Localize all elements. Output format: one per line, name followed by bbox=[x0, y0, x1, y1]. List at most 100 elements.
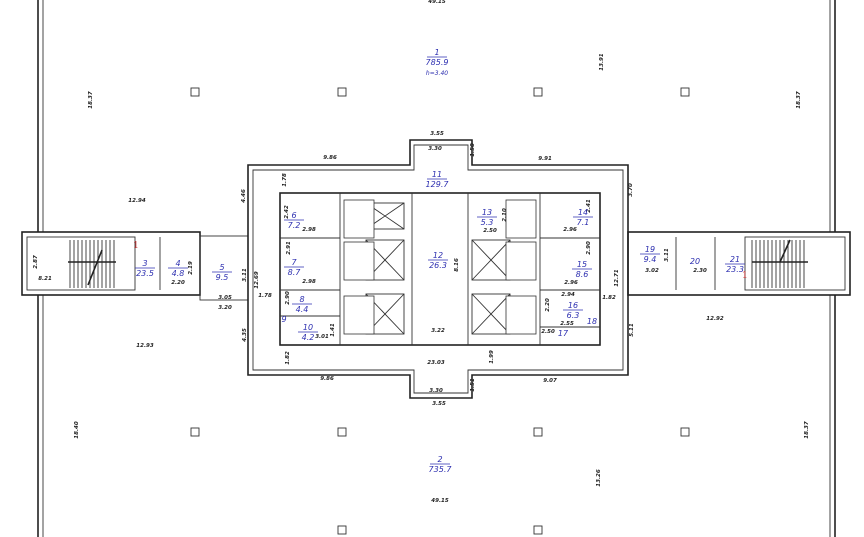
fixture bbox=[343, 199, 375, 239]
left-stair-block bbox=[21, 231, 249, 301]
dimension-label: 2.90 bbox=[285, 291, 291, 305]
dimension-label: 4.35 bbox=[242, 328, 248, 342]
dimension-label: 8.16 bbox=[454, 258, 460, 272]
dimension-label: 18.37 bbox=[804, 421, 810, 439]
fixture bbox=[505, 295, 537, 335]
room-area: 7.1 bbox=[577, 218, 590, 227]
dimension-label: 2.50 bbox=[483, 228, 497, 234]
room-area: 129.7 bbox=[426, 180, 450, 189]
room-number: 12 bbox=[433, 251, 443, 260]
room-number: 9 bbox=[281, 315, 286, 324]
room-area: 8.7 bbox=[288, 268, 302, 277]
room-label-10: 104.2 bbox=[298, 323, 318, 342]
room-labels: 1785.9h=3.402735.7323.544.859.567.278.78… bbox=[135, 48, 745, 474]
dimension-label: 18.37 bbox=[88, 91, 94, 109]
column bbox=[337, 525, 347, 535]
dimension-label: 12.93 bbox=[136, 343, 154, 349]
room-label-4: 44.8 bbox=[168, 259, 188, 278]
room-label-16: 166.3 bbox=[563, 301, 583, 320]
room-label-19: 199.4 bbox=[640, 245, 660, 264]
dimension-label: 12.92 bbox=[706, 316, 724, 322]
column bbox=[190, 87, 200, 97]
dimension-label: 2.30 bbox=[693, 268, 707, 274]
dimension-label: 1.41 bbox=[330, 323, 336, 337]
fixture bbox=[505, 241, 537, 281]
dimension-label: 3.20 bbox=[218, 305, 232, 311]
fixture bbox=[343, 241, 375, 281]
room-number: 18 bbox=[587, 317, 597, 326]
dimension-label: 23.03 bbox=[427, 360, 445, 366]
room-number: 2 bbox=[437, 455, 442, 464]
room-area: 9.4 bbox=[644, 255, 657, 264]
dimension-label: 2.87 bbox=[33, 255, 39, 269]
dimension-label: 18.37 bbox=[796, 91, 802, 109]
room-area: 4.2 bbox=[302, 333, 315, 342]
dimension-label: 3.55 bbox=[430, 131, 444, 137]
dimension-label: 2.94 bbox=[561, 292, 575, 298]
room-label-6: 67.2 bbox=[284, 211, 304, 230]
dimension-label: 2.96 bbox=[563, 227, 577, 233]
room-label-8: 84.4 bbox=[292, 295, 312, 314]
dimension-label: 2.55 bbox=[560, 321, 574, 327]
room-area: 23.5 bbox=[136, 269, 154, 278]
column bbox=[190, 427, 200, 437]
column bbox=[337, 427, 347, 437]
room-number: 10 bbox=[303, 323, 313, 332]
room-number: 13 bbox=[482, 208, 492, 217]
dimension-label: 2.96 bbox=[564, 280, 578, 286]
dimension-label: 13.26 bbox=[596, 469, 602, 487]
room-number: 17 bbox=[558, 329, 569, 338]
column bbox=[680, 427, 690, 437]
dimension-label: 1.50 bbox=[470, 143, 476, 157]
room-number: 7 bbox=[291, 258, 297, 267]
dimension-label: 8.21 bbox=[38, 276, 52, 282]
outer-walls bbox=[37, 0, 836, 537]
dimension-label: 49.15 bbox=[428, 0, 446, 5]
dimension-label: 9.86 bbox=[320, 376, 334, 382]
dimension-label: 3.05 bbox=[218, 295, 232, 301]
column bbox=[533, 87, 543, 97]
dimension-label: 3.22 bbox=[431, 328, 445, 334]
room-number: 5 bbox=[219, 263, 224, 272]
dimension-label: 49.15 bbox=[431, 498, 449, 504]
dimension-label: 4.46 bbox=[241, 189, 247, 203]
dimension-label: 2.20 bbox=[545, 298, 551, 312]
column bbox=[533, 525, 543, 535]
room-label-20: 20 bbox=[690, 257, 700, 266]
room-area: 785.9 bbox=[426, 58, 449, 67]
room-label-18: 18 bbox=[587, 317, 597, 326]
room-number: 11 bbox=[432, 170, 442, 179]
dimension-label: 12.94 bbox=[128, 198, 146, 204]
room-area: 735.7 bbox=[429, 465, 453, 474]
dimension-label: 12.71 bbox=[614, 269, 620, 287]
core bbox=[247, 139, 629, 399]
dimension-label: 2.98 bbox=[302, 279, 316, 285]
stair-mark: 1 bbox=[133, 241, 139, 251]
dimension-label: 2.20 bbox=[171, 280, 185, 286]
stair-mark: 1 bbox=[742, 271, 748, 281]
room-number: 16 bbox=[568, 301, 578, 310]
dimension-label: 2.41 bbox=[586, 199, 592, 213]
room-area: 7.2 bbox=[288, 221, 301, 230]
dimension-label: 9.86 bbox=[323, 155, 337, 161]
dimension-label: 9.91 bbox=[538, 156, 552, 162]
dimension-label: 12.69 bbox=[254, 271, 260, 289]
room-area: 26.3 bbox=[429, 261, 447, 270]
dimension-label: 2.10 bbox=[502, 208, 508, 222]
room-label-7: 78.7 bbox=[284, 258, 304, 277]
dimension-label: 1.78 bbox=[282, 173, 288, 187]
room-height: h=3.40 bbox=[426, 70, 448, 77]
room-label-13: 135.3 bbox=[477, 208, 497, 227]
dimension-label: 18.40 bbox=[74, 421, 80, 439]
room-number: 6 bbox=[291, 211, 296, 220]
dimension-label: 3.11 bbox=[242, 268, 248, 282]
dimension-label: 3.30 bbox=[428, 146, 442, 152]
dimension-label: 1.78 bbox=[258, 293, 272, 299]
fixture bbox=[343, 295, 375, 335]
room-number: 3 bbox=[142, 259, 147, 268]
dimension-label: 9.07 bbox=[543, 378, 557, 384]
dimension-label: 2.91 bbox=[286, 241, 292, 255]
